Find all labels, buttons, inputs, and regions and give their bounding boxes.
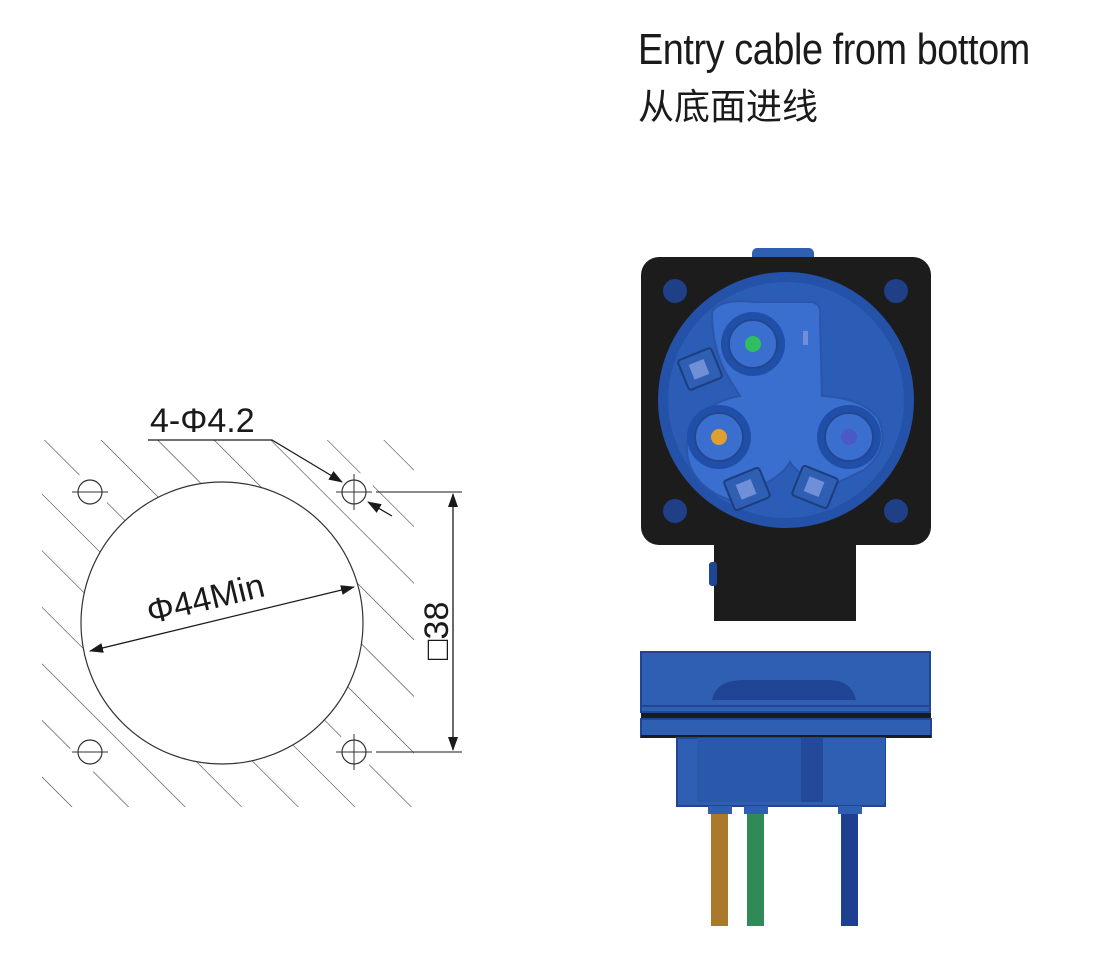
heading-chinese: 从底面进线 [638,87,819,128]
gasket [641,713,931,719]
panel-cutout-drawing: 4-Φ4.2 Φ44Min □38 [42,402,462,807]
hole-callout-leader [148,439,393,517]
mounting-hole-top-right [334,472,374,512]
pin-neutral [841,429,857,445]
pin-live [711,429,727,445]
wire-blue [841,814,858,926]
heading: Entry cable from bottom 从底面进线 [638,22,1094,136]
diameter-dimension-line [89,585,355,653]
flange-hole-tl [663,279,687,303]
pin-earth [745,336,761,352]
heading-english: Entry cable from bottom [638,25,1030,74]
mounting-hole-bottom-left [70,732,110,772]
screw-latch-bottom-left [723,466,771,512]
flange-hole-bl [663,499,687,523]
square-callout-label: □38 [418,602,456,660]
connector-rear-view [641,248,931,621]
connector-side-view [640,651,932,926]
flange-hole-br [884,499,908,523]
screw-latch-bottom-right [791,464,839,510]
mounting-hole-top-left [70,472,110,512]
square-dimension [376,491,462,753]
mounting-hole-bottom-right [334,732,374,772]
hole-callout-label: 4-Φ4.2 [150,402,255,440]
main-hole [80,481,364,765]
flange-hole-tr [884,279,908,303]
wire-green [747,814,764,926]
wire-brown [711,814,728,926]
screw-latch-left [677,347,723,391]
